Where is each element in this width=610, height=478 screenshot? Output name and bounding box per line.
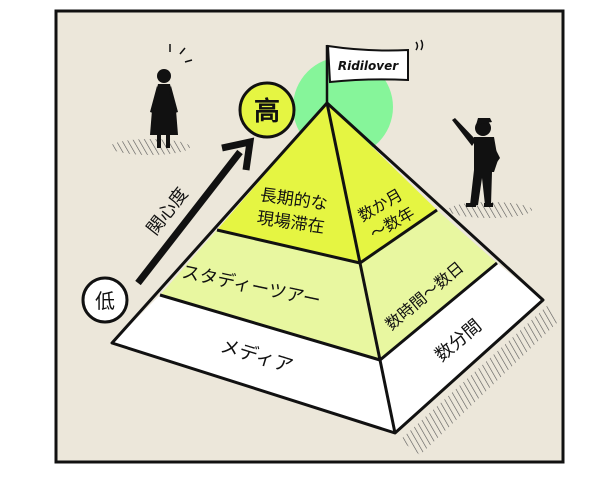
- pyramid-shadow: [400, 305, 560, 455]
- tier-middle-right: [360, 210, 497, 360]
- low-badge: [81, 276, 129, 324]
- woman-shadow: [110, 139, 190, 155]
- flag-wave-marks: [415, 39, 424, 51]
- tier-bottom-left: [112, 295, 395, 433]
- flag-label: Ridilover: [338, 59, 399, 73]
- arrow-head: [221, 137, 255, 171]
- tier-bottom-right: [380, 263, 543, 433]
- high-label: 高: [254, 96, 280, 127]
- flag: [326, 44, 409, 84]
- tier-top-right: [327, 103, 437, 263]
- woman-silhouette: [150, 69, 178, 148]
- tier-middle-left: [160, 230, 380, 360]
- surprise-marks: [169, 44, 193, 63]
- low-label: 低: [95, 289, 115, 313]
- tier-top-left: [217, 103, 360, 263]
- man-silhouette: [452, 118, 500, 207]
- interest-arrow: [135, 149, 243, 286]
- high-badge: [238, 81, 296, 139]
